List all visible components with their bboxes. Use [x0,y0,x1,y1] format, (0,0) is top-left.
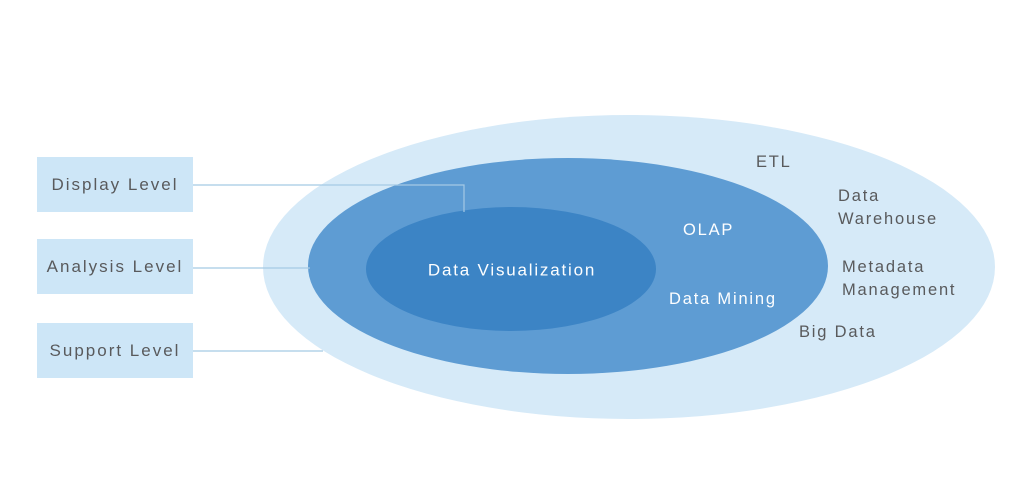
display-level-ellipse [366,207,656,331]
analysis-level-label-box: Analysis Level [37,239,193,294]
etl-label: ETL [756,153,792,171]
display-level-connector-line [193,184,465,212]
big-data-label: Big Data [799,323,877,341]
data-visualization-label: Data Visualization [427,260,597,280]
support-level-label: Support Level [49,340,181,360]
analysis-level-label: Analysis Level [46,256,184,276]
support-level-label-box: Support Level [37,323,193,378]
data-mining-label: Data Mining [669,290,777,308]
olap-label: OLAP [683,221,735,239]
metadata-management-label: Metadata Management [842,258,957,299]
data-warehouse-label: Data Warehouse [838,187,938,228]
display-level-label: Display Level [51,174,179,194]
display-level-label-box: Display Level [37,157,193,212]
